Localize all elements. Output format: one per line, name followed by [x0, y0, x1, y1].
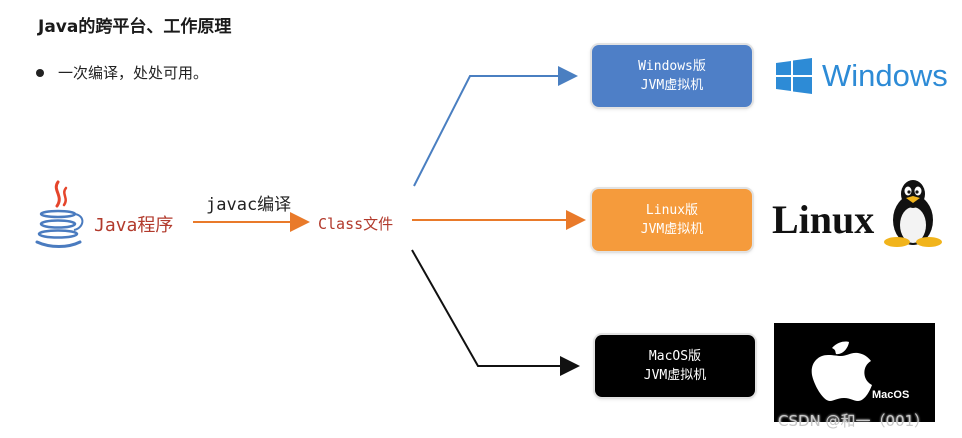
java-icon — [35, 180, 84, 248]
windows-logo-text: Windows — [822, 58, 948, 93]
macos-jvm-line2: JVM虚拟机 — [643, 368, 707, 383]
bullet-text: 一次编译，处处可用。 — [58, 64, 209, 82]
tux-penguin-icon — [884, 180, 942, 247]
page-title: Java的跨平台、工作原理 — [38, 17, 232, 37]
macos-logo — [774, 323, 935, 422]
windows-jvm-line1: Windows版 — [638, 59, 706, 74]
apple-icon — [811, 341, 872, 401]
java-program-label: Java程序 — [94, 215, 174, 236]
windows-jvm-line2: JVM虚拟机 — [640, 78, 704, 93]
macos-logo-text: MacOS — [872, 389, 910, 401]
linux-jvm-line1: Linux版 — [645, 203, 699, 218]
linux-jvm-box: Linux版 JVM虚拟机 — [592, 189, 752, 251]
linux-jvm-line2: JVM虚拟机 — [640, 222, 704, 237]
windows-logo: Windows — [776, 58, 948, 94]
bullet-item: 一次编译，处处可用。 — [36, 62, 208, 83]
macos-jvm-box: MacOS版 JVM虚拟机 — [595, 335, 755, 397]
arrow-to-windows — [413, 66, 578, 187]
class-file-label: Class文件 — [318, 215, 394, 233]
watermark: CSDN @和一（001） — [778, 412, 930, 430]
javac-compile-label: javac编译 — [206, 195, 292, 215]
linux-logo-text: Linux — [772, 197, 875, 242]
macos-jvm-line1: MacOS版 — [648, 349, 702, 364]
windows-jvm-box: Windows版 JVM虚拟机 — [592, 45, 752, 107]
bullet-dot — [36, 68, 44, 77]
windows-icon — [776, 58, 812, 94]
arrow-to-macos — [411, 249, 580, 376]
